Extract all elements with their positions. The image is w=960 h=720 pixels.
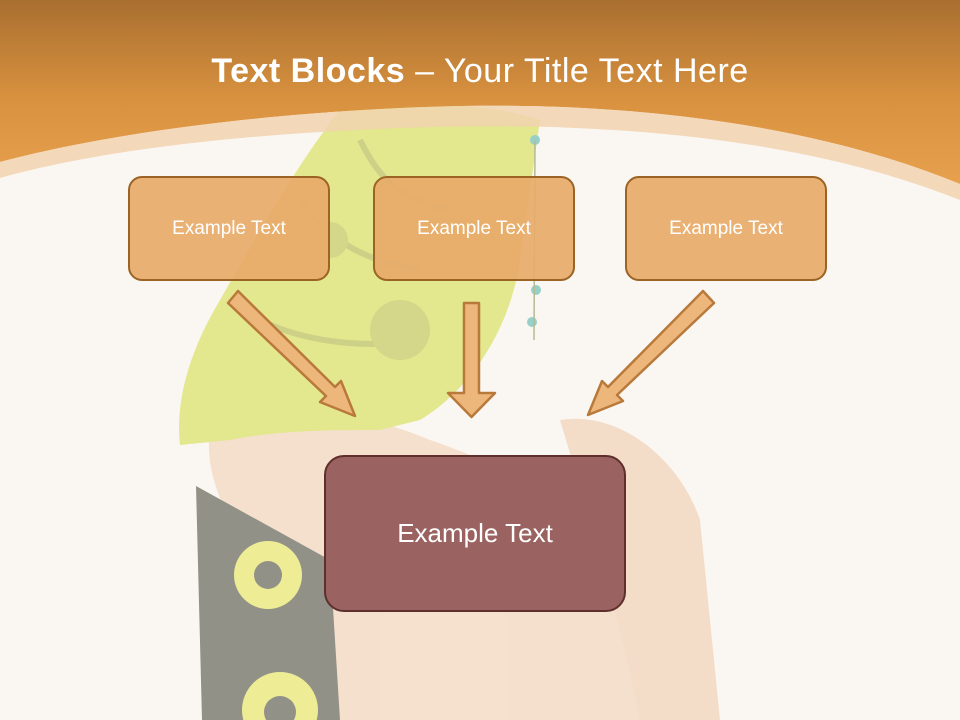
text-block-3[interactable]: Example Text <box>625 176 827 281</box>
arrow-down-icon <box>446 301 497 419</box>
title-rest: – Your Title Text Here <box>405 52 749 90</box>
text-block-3-label: Example Text <box>669 217 783 239</box>
slide-title: Text Blocks – Your Title Text Here <box>0 52 960 91</box>
arrow-right-diagonal-icon <box>586 289 716 417</box>
title-bold: Text Blocks <box>211 52 406 90</box>
arrow-left-diagonal-icon <box>226 289 357 418</box>
text-block-1[interactable]: Example Text <box>128 176 330 281</box>
text-block-2-label: Example Text <box>417 217 531 239</box>
target-text-block-label: Example Text <box>397 518 553 548</box>
target-text-block[interactable]: Example Text <box>324 455 626 612</box>
text-block-2[interactable]: Example Text <box>373 176 575 281</box>
text-block-1-label: Example Text <box>172 217 286 239</box>
